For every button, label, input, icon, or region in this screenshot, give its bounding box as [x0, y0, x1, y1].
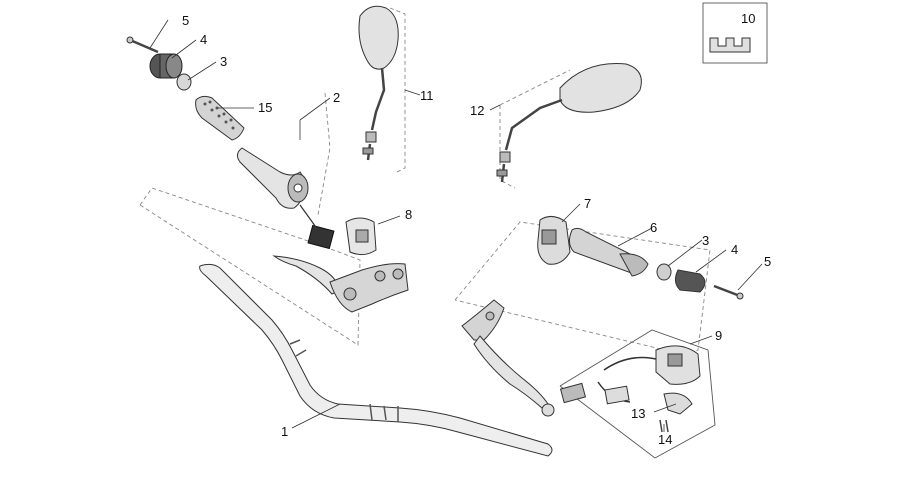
- right-spacer: [656, 263, 672, 281]
- callout-2: 2: [333, 90, 340, 105]
- callout-12: 12: [470, 103, 484, 118]
- right-grip: [568, 227, 649, 277]
- callout-15: 15: [258, 100, 272, 115]
- right-mirror: [496, 63, 642, 183]
- callout-7: 7: [584, 196, 591, 211]
- callout-5-left: 5: [182, 13, 189, 28]
- right-switch-assembly-box: [559, 329, 716, 459]
- callout-4-left: 4: [200, 32, 207, 47]
- left-mirror: [358, 5, 399, 161]
- callout-11: 11: [420, 88, 434, 103]
- clip-part-box: [702, 2, 768, 64]
- callout-9: 9: [715, 328, 722, 343]
- brake-lever-assembly: [461, 299, 555, 417]
- right-bar-end-bolt: [713, 284, 744, 300]
- dashed-assembly-outlines: [139, 7, 711, 357]
- callout-14: 14: [658, 432, 672, 447]
- callout-3-left: 3: [220, 54, 227, 69]
- callout-leaders: [149, 19, 763, 432]
- clutch-lever-assembly: [272, 255, 409, 313]
- callout-8: 8: [405, 207, 412, 222]
- throttle-connector: [299, 204, 335, 250]
- handlebar: [199, 263, 553, 457]
- left-switch-housing: [345, 217, 377, 256]
- throttle-tube: [236, 147, 309, 209]
- callout-3-right: 3: [702, 233, 709, 248]
- callout-5-right: 5: [764, 254, 771, 269]
- callout-10: 10: [741, 11, 755, 26]
- callout-4-right: 4: [731, 242, 738, 257]
- left-spacer: [176, 73, 192, 91]
- left-bar-end-weight: [149, 53, 183, 79]
- left-bar-end-bolt: [126, 36, 159, 54]
- callout-1: 1: [281, 424, 288, 439]
- left-grip: [195, 95, 245, 141]
- right-switch-body: [537, 216, 571, 265]
- right-bar-end-weight: [674, 269, 706, 293]
- callout-labels: 1 2 3 3 4 4 5 5 6 7 8 9 10 11 12 13 14 1…: [182, 11, 771, 447]
- callout-13: 13: [631, 406, 645, 421]
- callout-6: 6: [650, 220, 657, 235]
